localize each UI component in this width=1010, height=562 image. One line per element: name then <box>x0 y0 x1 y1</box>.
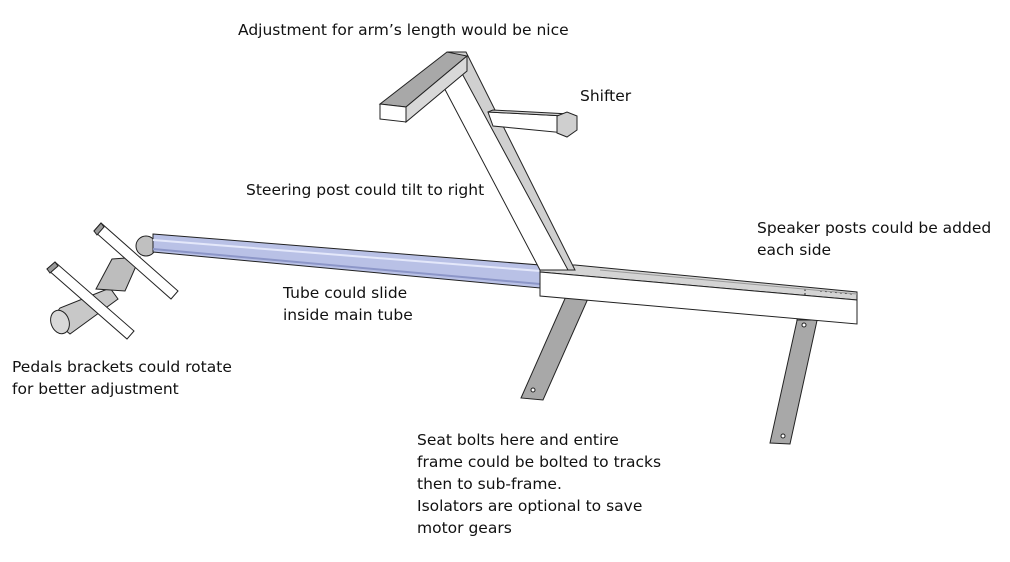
steering-post-face <box>439 65 569 271</box>
steering-post <box>378 51 578 271</box>
arm-length-note: Adjustment for arm’s length would be nic… <box>238 21 569 39</box>
pedal-bracket-upper-top <box>93 222 105 236</box>
seat-plate-right <box>769 315 819 445</box>
steering-arm-face <box>379 103 407 123</box>
seat-bolts-note: Seat bolts here and entire frame could b… <box>417 431 662 537</box>
pedal-tube-end <box>50 309 70 335</box>
steering-post-note: Steering post could tilt to right <box>246 181 485 199</box>
main-frame <box>539 264 858 325</box>
sliding-tube-body <box>152 233 541 289</box>
pedal-bracket-assembly <box>46 222 179 340</box>
main-frame-face <box>539 271 858 325</box>
pedal-brackets-note: Pedals brackets could rotate for better … <box>12 358 232 398</box>
sliding-tube-note: Tube could slide inside main tube <box>283 284 413 324</box>
shifter-label: Shifter <box>580 87 632 105</box>
speaker-posts-note: Speaker posts could be added each side <box>757 219 992 259</box>
pedal-bracket-lower-top <box>46 261 59 274</box>
sliding-tube <box>152 233 541 289</box>
shifter-knob <box>556 111 578 138</box>
